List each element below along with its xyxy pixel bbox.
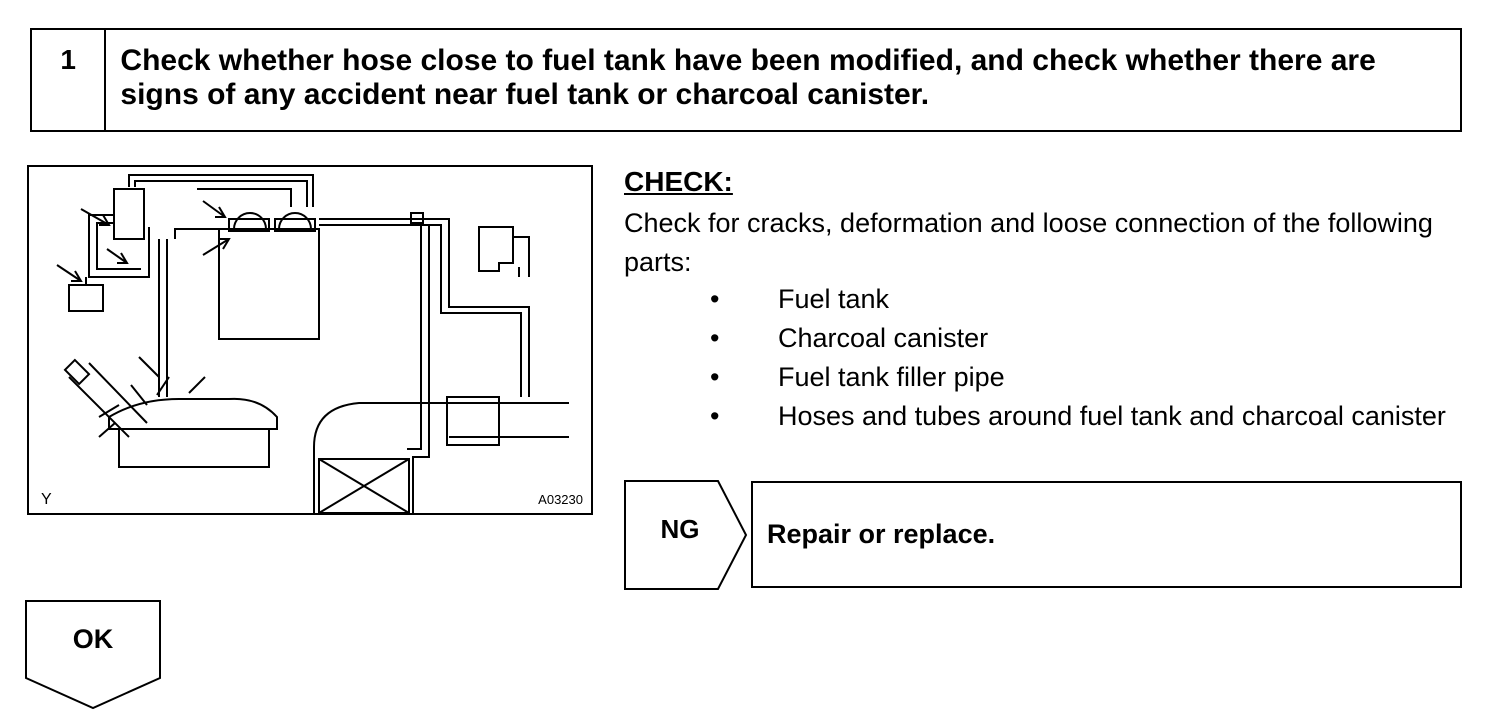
ng-action: Repair or replace. xyxy=(751,481,1462,588)
bullet: • xyxy=(710,362,720,392)
ok-label: OK xyxy=(72,624,114,654)
bullet: • xyxy=(710,401,720,431)
list-item: • Hoses and tubes around fuel tank and c… xyxy=(700,397,1466,436)
figure-corner-letter: Y xyxy=(41,491,52,508)
list-item: • Fuel tank filler pipe xyxy=(700,358,1466,397)
list-item: • Charcoal canister xyxy=(700,319,1466,358)
list-item-text: Charcoal canister xyxy=(778,323,989,353)
step-title: Check whether hose close to fuel tank ha… xyxy=(120,44,1376,111)
step-header: 1 Check whether hose close to fuel tank … xyxy=(30,28,1462,132)
check-intro: Check for cracks, deformation and loose … xyxy=(624,208,1433,277)
bullet: • xyxy=(710,323,720,353)
diagram-drawing xyxy=(56,174,569,513)
parts-list: • Fuel tank • Charcoal canister • Fuel t… xyxy=(700,280,1466,436)
ok-arrow-shape xyxy=(25,600,161,710)
fuel-system-diagram: Y A03230 xyxy=(27,165,593,515)
list-item: • Fuel tank xyxy=(700,280,1466,319)
list-item-text: Hoses and tubes around fuel tank and cha… xyxy=(778,401,1446,431)
list-item-text: Fuel tank xyxy=(778,284,890,314)
step-number: 1 xyxy=(32,30,107,130)
check-heading: CHECK: xyxy=(624,166,733,197)
ng-tag: NG xyxy=(624,480,748,595)
ok-tag: OK xyxy=(25,600,163,715)
figure-code: A03230 xyxy=(538,492,583,507)
ng-label: NG xyxy=(660,514,700,544)
list-item-text: Fuel tank filler pipe xyxy=(778,362,1005,392)
ng-arrow-shape xyxy=(624,480,748,590)
bullet: • xyxy=(710,284,720,314)
